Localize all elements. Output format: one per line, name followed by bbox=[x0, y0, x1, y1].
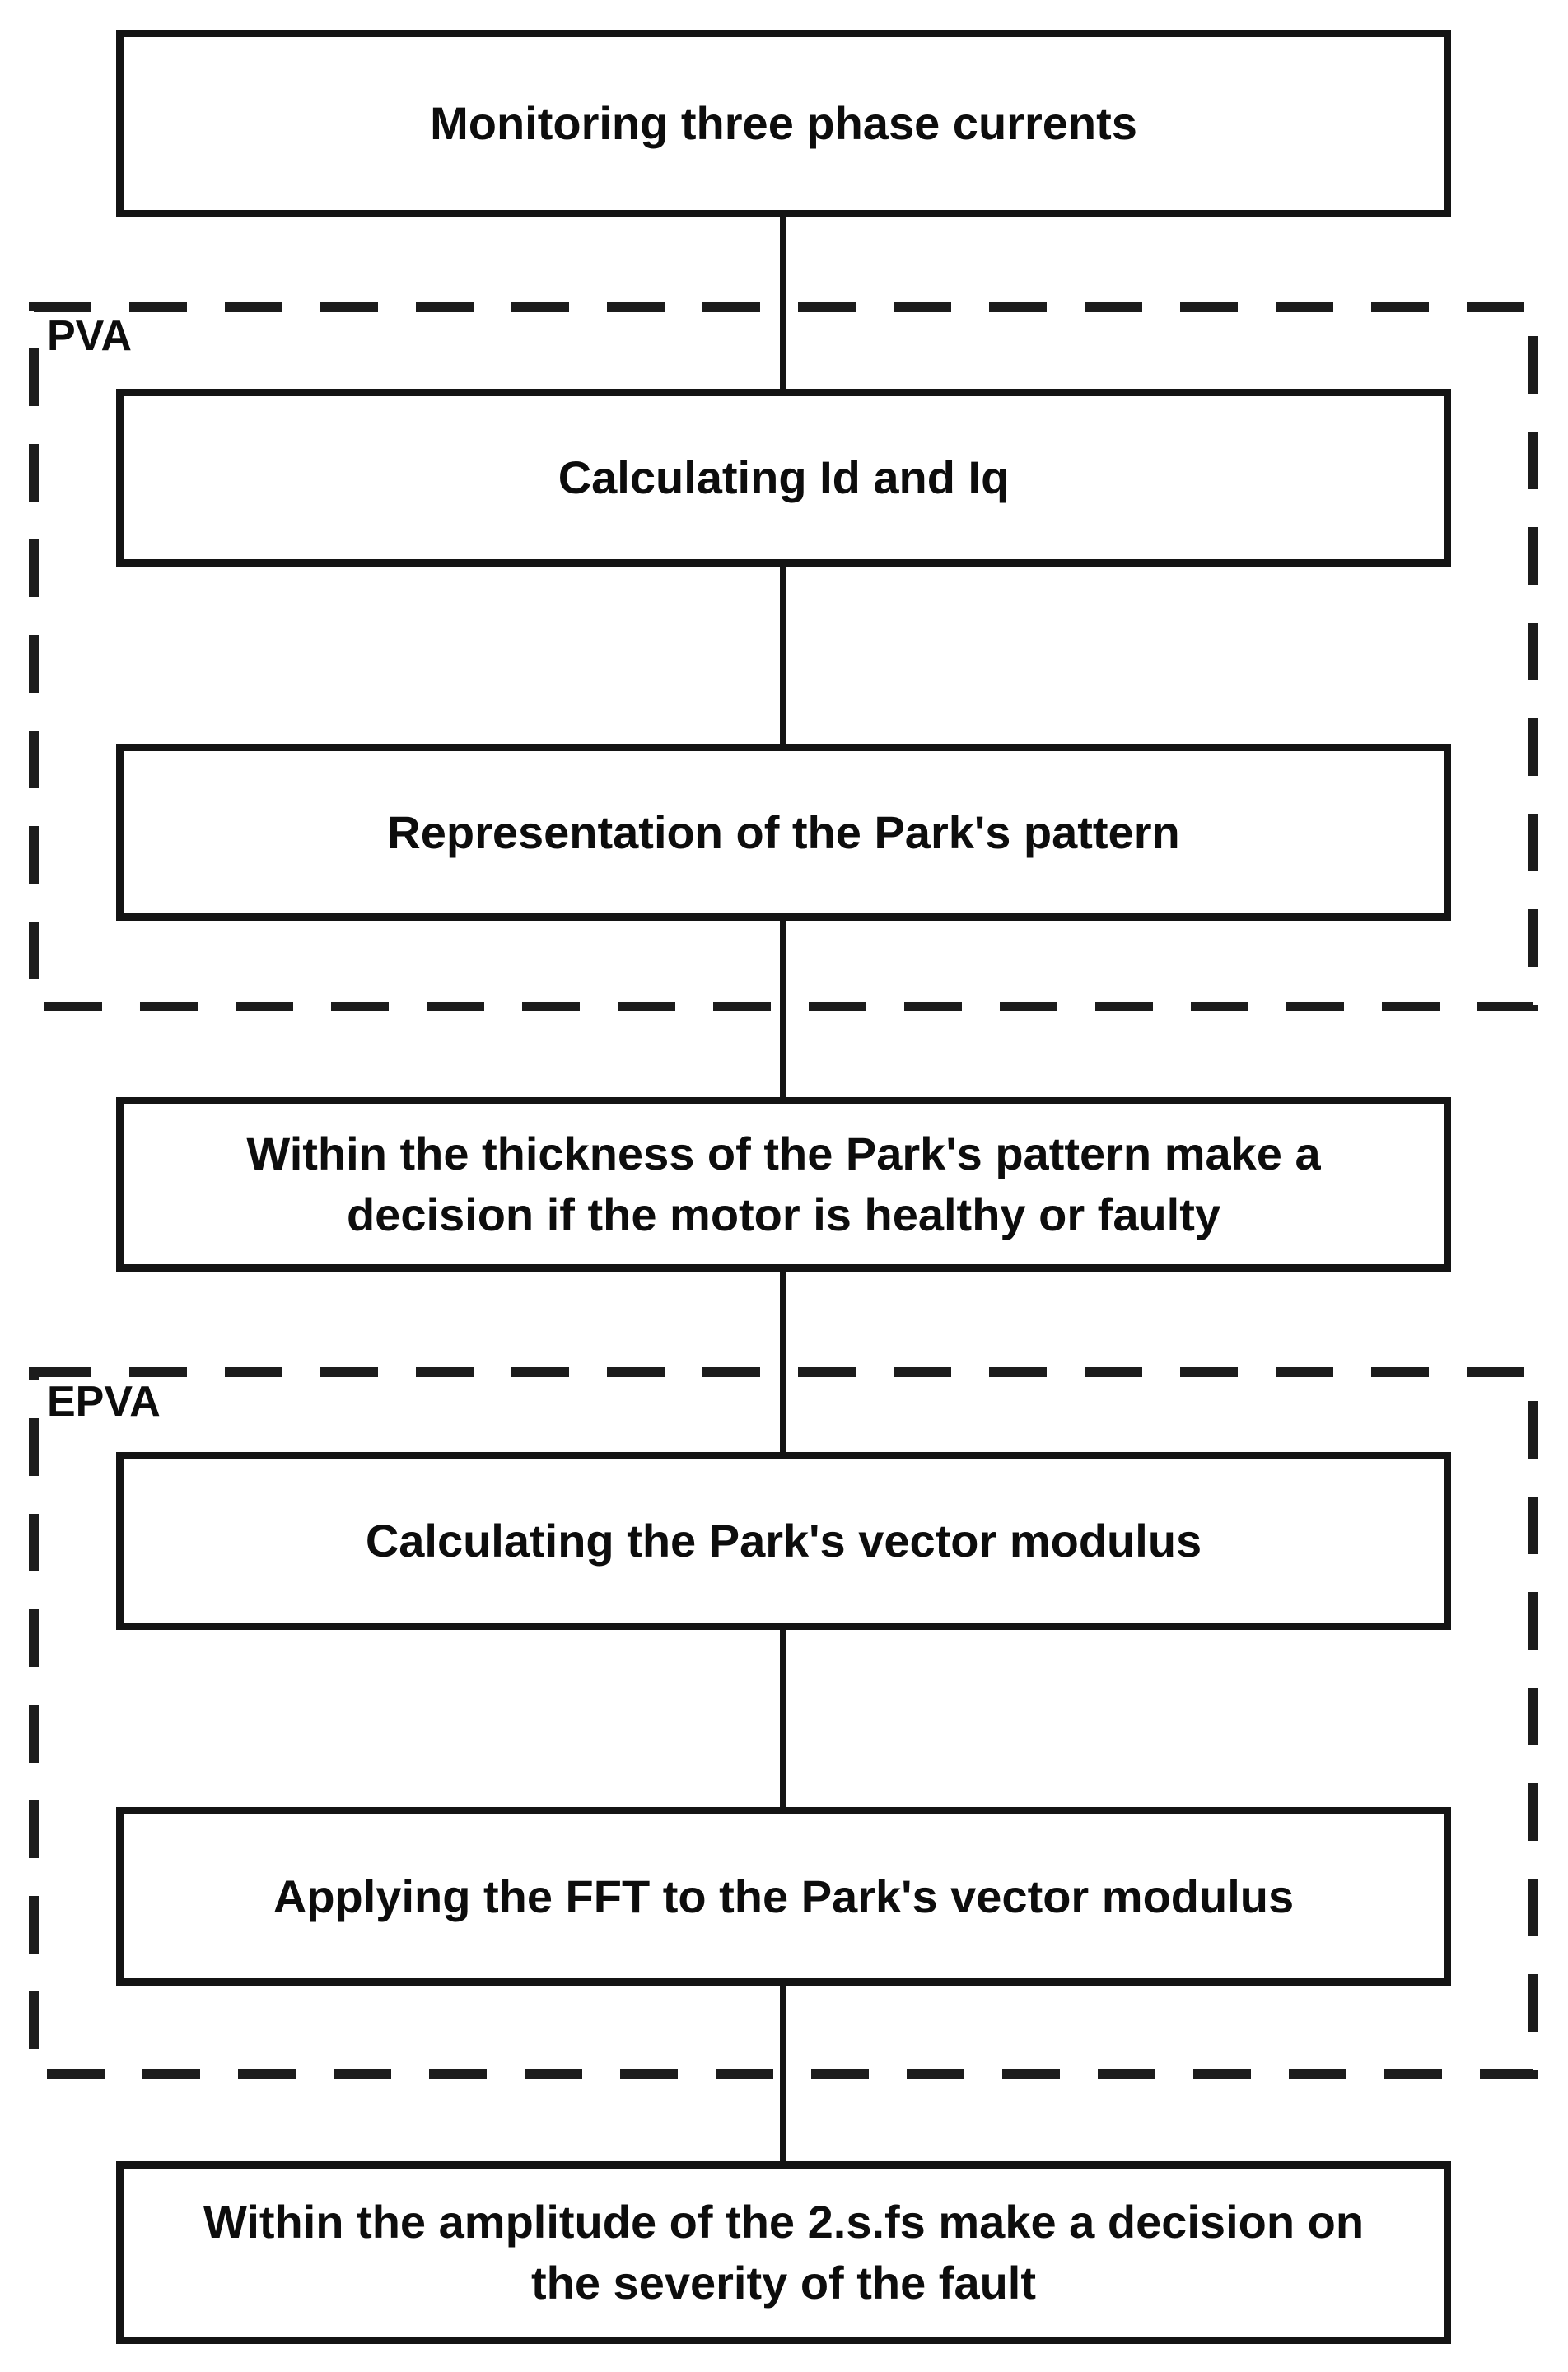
node-fault-severity-decision: Within the amplitude of the 2.s.fs make … bbox=[116, 2161, 1451, 2344]
node-applying-fft-parks-vector-modulus: Applying the FFT to the Park's vector mo… bbox=[116, 1807, 1451, 1986]
node-monitoring-three-phase-currents: Monitoring three phase currents bbox=[116, 30, 1451, 217]
epva-group-label: EPVA bbox=[47, 1378, 161, 1426]
epva-group-border bbox=[29, 1367, 1538, 2079]
node-label: Monitoring three phase currents bbox=[430, 97, 1137, 150]
pva-group-border bbox=[29, 302, 1538, 1011]
node-calculating-id-and-iq: Calculating Id and Iq bbox=[116, 389, 1451, 567]
node-label-line-2: decision if the motor is healthy or faul… bbox=[346, 1188, 1221, 1240]
node-label: Representation of the Park's pattern bbox=[387, 805, 1180, 858]
pva-group-label: PVA bbox=[47, 312, 133, 360]
node-healthy-or-faulty-decision: Within the thickness of the Park's patte… bbox=[116, 1097, 1451, 1272]
node-label: Applying the FFT to the Park's vector mo… bbox=[273, 1870, 1295, 1922]
node-calculating-parks-vector-modulus: Calculating the Park's vector modulus bbox=[116, 1452, 1451, 1630]
node-label: Calculating the Park's vector modulus bbox=[365, 1515, 1202, 1567]
node-label-line-1: Within the thickness of the Park's patte… bbox=[246, 1128, 1321, 1180]
node-label-line-1: Within the amplitude of the 2.s.fs make … bbox=[203, 2196, 1365, 2248]
node-label-line-2: the severity of the fault bbox=[530, 2257, 1037, 2309]
node-label: Calculating Id and Iq bbox=[558, 451, 1010, 504]
node-representation-parks-pattern: Representation of the Park's pattern bbox=[116, 744, 1451, 921]
